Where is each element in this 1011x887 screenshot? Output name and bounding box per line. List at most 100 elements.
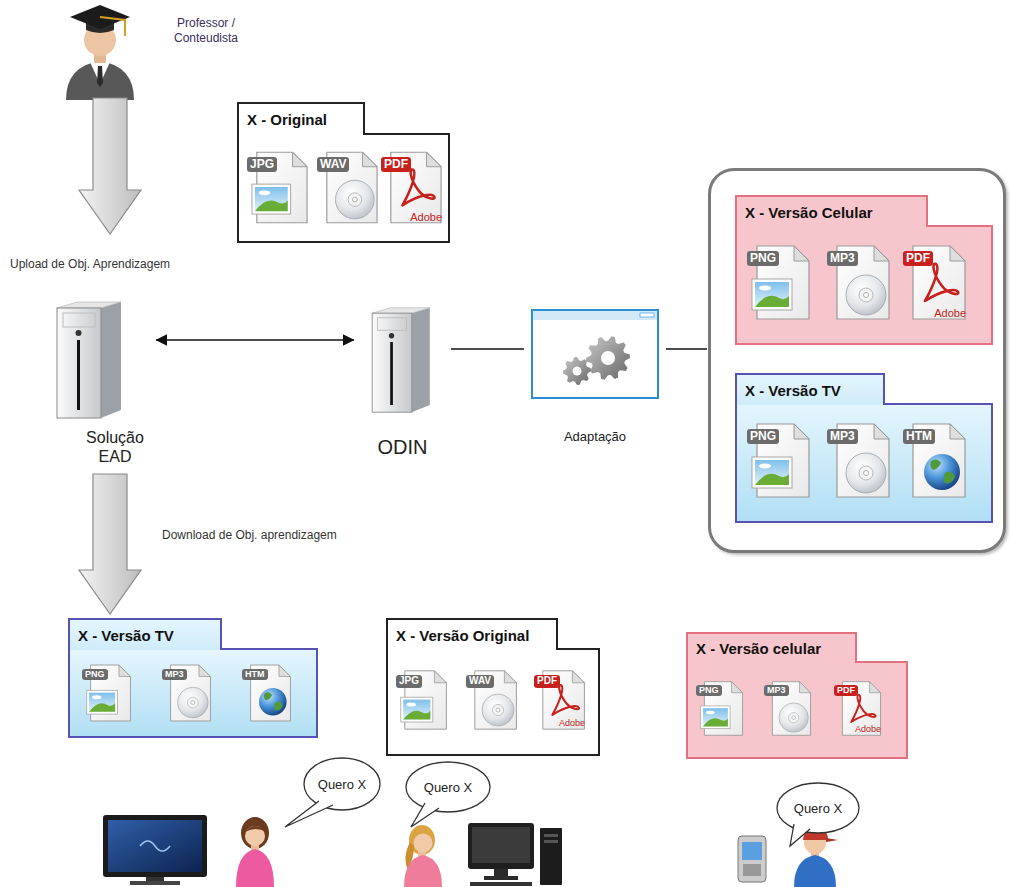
pc-tower bbox=[540, 828, 562, 885]
speech-bubble: Quero X bbox=[405, 761, 491, 813]
woman-shirt bbox=[404, 855, 442, 887]
server-top bbox=[372, 308, 430, 313]
tv-frame bbox=[103, 815, 207, 877]
server-side bbox=[101, 302, 121, 418]
annotation-label: Professor / Conteudista bbox=[168, 16, 244, 46]
disc-ring bbox=[187, 697, 198, 708]
phone-screen bbox=[742, 842, 762, 860]
process-label: Adaptação bbox=[525, 429, 665, 445]
disc-ring bbox=[492, 704, 503, 715]
speech-text: Quero X bbox=[318, 777, 366, 792]
server-label: Solução EAD bbox=[75, 428, 155, 466]
server-slot bbox=[390, 342, 393, 405]
page-fold bbox=[434, 671, 446, 683]
professor-tassel bbox=[100, 17, 125, 36]
file-type-tag: MP3 bbox=[162, 669, 187, 680]
file-icon: PDFAdobe bbox=[385, 151, 443, 224]
page-fold bbox=[950, 246, 965, 261]
server-node: Solução EAD bbox=[40, 300, 155, 470]
file-bundle-box: PNGMP3PDFAdobeX - Versão celular bbox=[686, 632, 908, 759]
file-icon: WAV bbox=[470, 670, 518, 730]
tv-screen bbox=[108, 820, 202, 872]
file-bundle-box: PNGMP3HTMX - Versão TV bbox=[735, 373, 993, 523]
page-fold bbox=[794, 246, 809, 261]
photo-frame bbox=[87, 690, 118, 714]
pc-keyboard bbox=[470, 882, 532, 886]
file-type-tag: PDF bbox=[381, 157, 411, 172]
file-bundle-box: PNGMP3HTMX - Versão TV bbox=[68, 618, 318, 738]
server-bay bbox=[378, 318, 407, 331]
window-buttons bbox=[640, 313, 654, 317]
photo-hill bbox=[89, 703, 115, 712]
file-icon: WAV bbox=[321, 151, 379, 224]
page-fold bbox=[950, 424, 965, 439]
connector-line bbox=[156, 339, 354, 341]
woman-figure bbox=[236, 817, 274, 887]
box-title: X - Original bbox=[247, 111, 327, 128]
file-tab: X - Versão TV bbox=[735, 373, 885, 405]
disc-hole bbox=[352, 197, 357, 202]
file-icon: HTM bbox=[907, 423, 967, 498]
file-bundle-box: JPGWAVPDFAdobeX - Original bbox=[237, 102, 450, 243]
bubble-ellipse bbox=[304, 758, 380, 810]
connector-line bbox=[451, 348, 524, 350]
file-icon: PDFAdobe bbox=[907, 245, 967, 320]
disc bbox=[779, 703, 808, 732]
brand-text: Adobe bbox=[410, 211, 442, 223]
professor-body bbox=[66, 61, 134, 100]
disc-hole bbox=[792, 716, 796, 720]
file-body: PNGMP3HTM bbox=[735, 403, 993, 523]
file-icon: MP3 bbox=[166, 664, 212, 722]
bubble-tail bbox=[411, 803, 439, 827]
photo-cloud bbox=[759, 286, 771, 291]
file-type-tag: WAV bbox=[317, 157, 349, 172]
file-type-tag: WAV bbox=[466, 675, 494, 688]
photo-cloud bbox=[759, 464, 771, 469]
brand-text: Adobe bbox=[934, 307, 966, 319]
file-type-tag: PNG bbox=[747, 251, 779, 266]
page-fold bbox=[504, 671, 516, 683]
photo-sky bbox=[703, 708, 728, 726]
file-bundle-box: PNG MP3 PDFAdobe X - Versão Celular bbox=[735, 195, 993, 345]
file-type-tag: PNG bbox=[747, 429, 779, 444]
file-tab: X - Versão Celular bbox=[735, 195, 928, 227]
disc-hole bbox=[864, 293, 869, 298]
professor-figure bbox=[66, 5, 134, 100]
pc-drive bbox=[544, 840, 558, 843]
photo-hill bbox=[403, 711, 430, 720]
photo-sky bbox=[255, 187, 288, 211]
page-fold bbox=[874, 246, 889, 261]
adaptation-window bbox=[530, 308, 660, 400]
disc bbox=[336, 180, 375, 219]
file-type-tag: PDF bbox=[834, 685, 858, 696]
speech-text: Quero X bbox=[424, 780, 472, 795]
file-icon: MP3 bbox=[831, 245, 891, 320]
bubble-tail bbox=[790, 824, 810, 846]
file-type-tag: MP3 bbox=[827, 251, 858, 266]
file-icon: PDFAdobe bbox=[838, 681, 882, 736]
box-title: X - Versão Original bbox=[396, 627, 529, 644]
file-tab: X - Versão celular bbox=[686, 632, 857, 663]
photo-frame bbox=[752, 279, 792, 310]
page-fold bbox=[870, 682, 881, 693]
woman-fringe bbox=[245, 826, 266, 832]
photo-sky bbox=[403, 700, 430, 720]
photo-sky bbox=[89, 693, 115, 712]
disc-ring bbox=[789, 713, 799, 723]
disc bbox=[846, 453, 886, 493]
photo-hill bbox=[255, 200, 288, 211]
server-led bbox=[76, 330, 82, 336]
server-front bbox=[57, 308, 101, 418]
page-fold bbox=[279, 665, 291, 677]
gear-small bbox=[563, 357, 591, 385]
brand-text: Adobe bbox=[855, 725, 881, 735]
server-bay bbox=[63, 313, 95, 327]
file-icon: PDFAdobe bbox=[538, 670, 586, 730]
disc-hole bbox=[191, 701, 195, 705]
speech-bubble: Quero X bbox=[303, 757, 381, 811]
photo-frame bbox=[701, 706, 730, 729]
window-titlebar bbox=[533, 311, 657, 320]
pc-base bbox=[484, 876, 518, 880]
block-arrow-connector bbox=[79, 474, 141, 614]
